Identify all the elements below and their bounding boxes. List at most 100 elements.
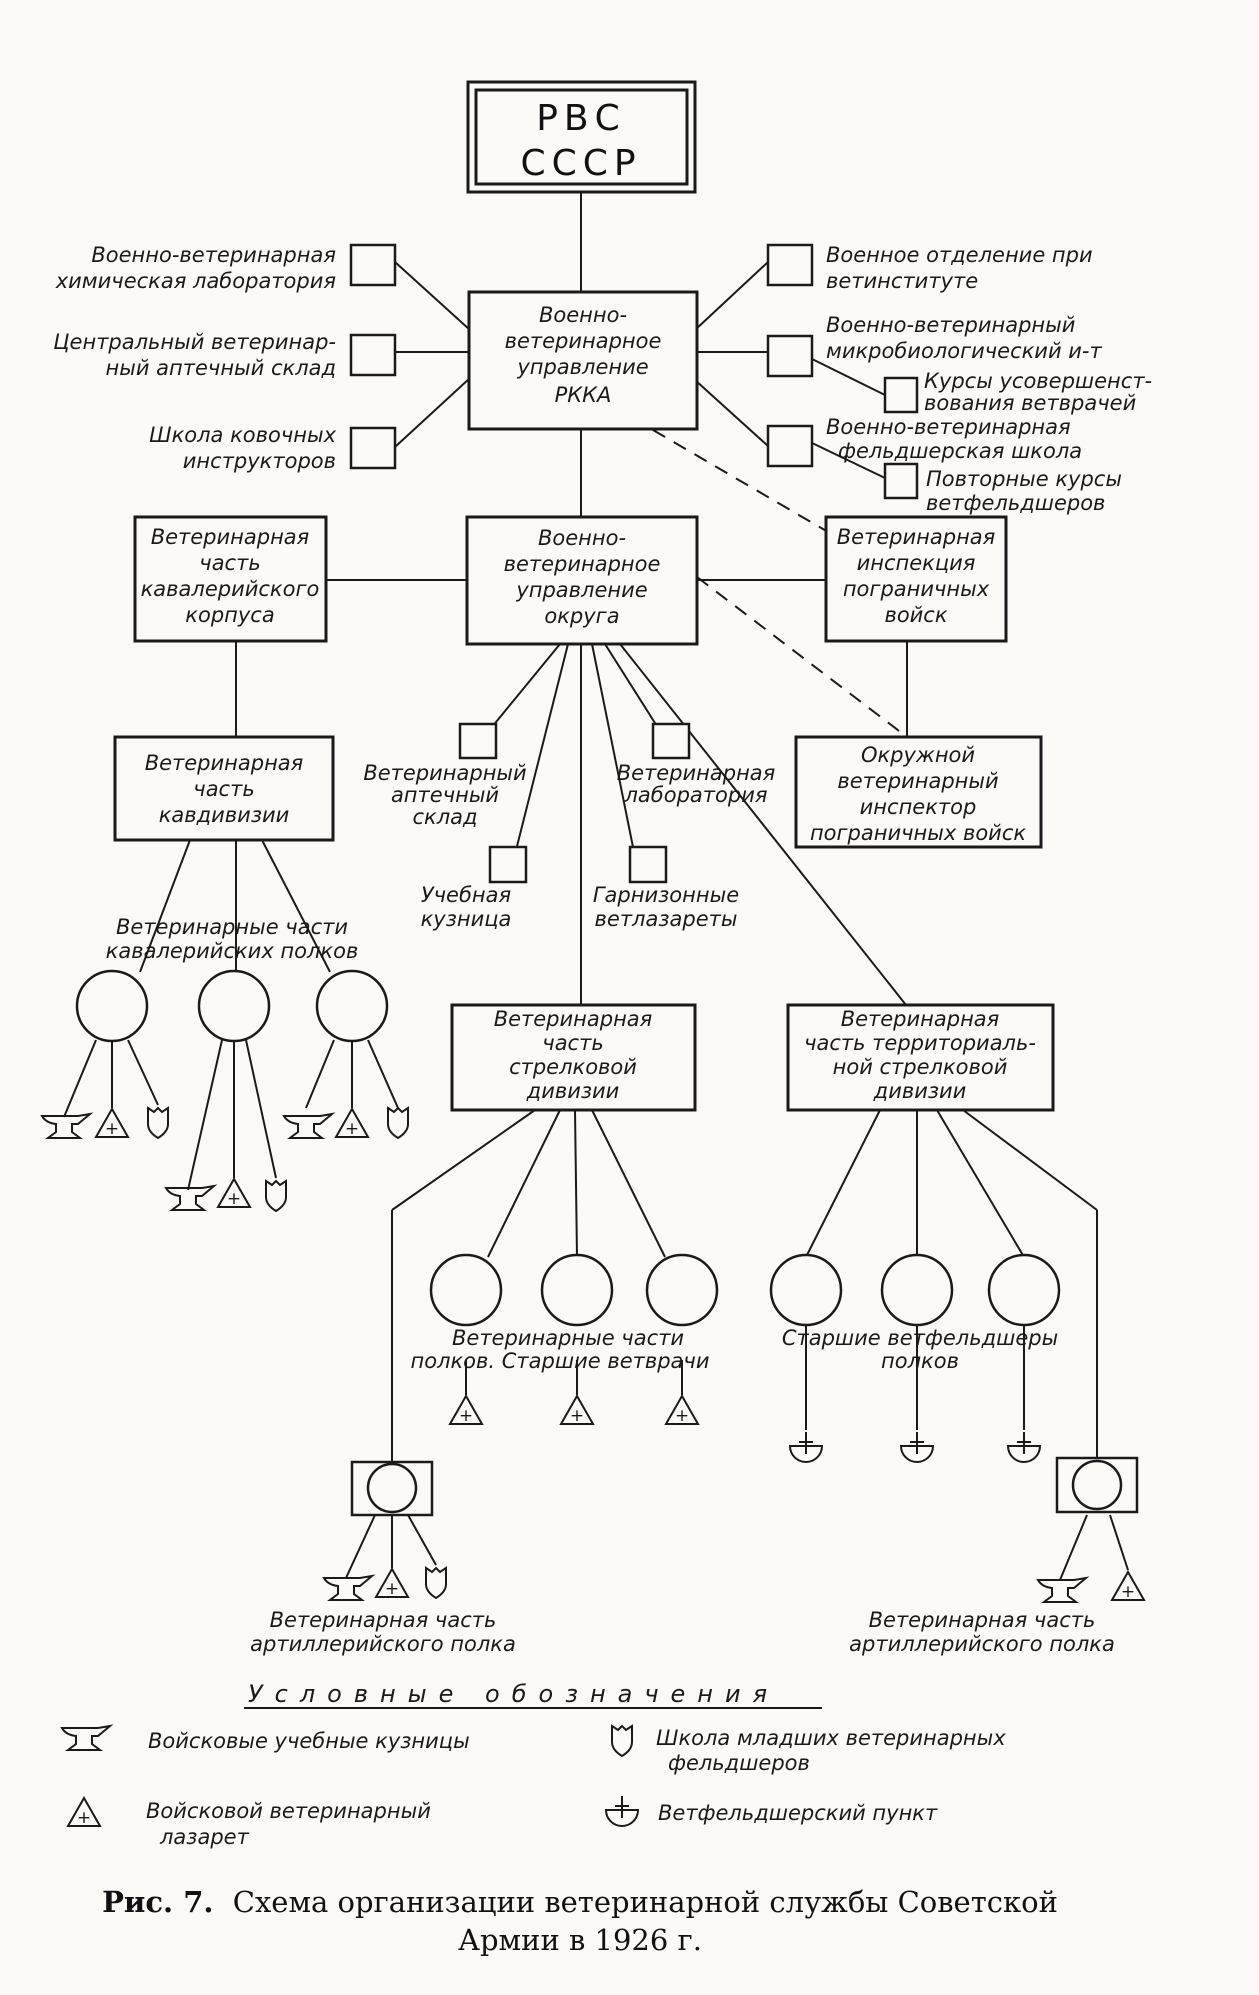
anvil-icon [283, 1113, 333, 1139]
vvu-rkka-line-1: Военно- [539, 303, 627, 327]
legend-title: Условные обозначения [248, 1680, 779, 1708]
node-vet-inspekcia: Ветеринарная инспекция пограничных войск [824, 515, 1008, 643]
regiment-circles [75, 969, 1139, 1517]
inspekcia-line-4: войск [884, 603, 947, 627]
shield-icon [265, 1180, 287, 1212]
legend-kuznicy: Войсковые учебные кузницы [148, 1729, 470, 1753]
mikrobio-line-2: микробиологический и-т [826, 339, 1103, 363]
okr-inspektor-line-4: пограничных войск [810, 821, 1026, 845]
okr-inspektor-line-1: Окружной [861, 743, 975, 767]
feld-shkola-line-2: фельдшерская школа [838, 439, 1082, 463]
artpolk-right-line-1: Ветеринарная часть [869, 1608, 1096, 1632]
punkt-icon [605, 1795, 639, 1827]
shield-icon [387, 1107, 409, 1139]
kav-korpus-line-3: кавалерийского [141, 577, 320, 601]
node-vet-kavdivizii: Ветеринарная часть кавдивизии [113, 735, 335, 842]
mikrobio-line-1: Военно-ветеринарный [826, 313, 1075, 337]
punkt-icon [1007, 1431, 1041, 1463]
caption-line-2: Армии в 1926 г. [458, 1923, 702, 1957]
rvs-line-2: СССР [520, 143, 641, 184]
terr-polk-circle-1 [769, 1253, 843, 1327]
node-rvs-sssr: РВС СССР [466, 80, 697, 194]
anvil-icon [61, 1725, 111, 1751]
shkola-kov-line-2: инструкторов [183, 449, 336, 473]
node-vvu-okruga: Военно- ветеринарное управление округа [465, 515, 699, 646]
kav-polki-line-2: кавалерийских полков [106, 939, 359, 963]
strelk-div-line-4: дивизии [526, 1079, 620, 1103]
kav-korpus-line-1: Ветеринарная [151, 525, 310, 549]
node-okr-inspektor: Окружной ветеринарный инспектор погранич… [794, 735, 1043, 849]
square-mikrobio [766, 334, 814, 378]
himlab-line-1: Военно-ветеринарная [91, 243, 336, 267]
vetlazarety-line-2: ветлазареты [595, 907, 738, 931]
vvu-okruga-line-4: округа [544, 604, 619, 628]
shield-icon [147, 1107, 169, 1139]
terr-div-line-1: Ветеринарная [841, 1007, 1000, 1031]
kav-korpus-line-4: корпуса [185, 603, 274, 627]
kav-polk-circle-1 [75, 969, 149, 1043]
node-vet-terr-div: Ветеринарная часть территориаль- ной стр… [786, 1003, 1055, 1112]
legend-shkola-line-2: фельдшеров [668, 1751, 810, 1775]
legend-shkola-line-1: Школа младших ветеринарных [656, 1726, 1006, 1750]
strelk-div-line-2: часть [542, 1031, 603, 1055]
anvil-icon [41, 1113, 91, 1139]
kursy-line-2: вования ветврачей [924, 391, 1136, 415]
lazaret-icon [449, 1395, 483, 1427]
terr-polk-circle-2 [880, 1253, 954, 1327]
node-vet-kav-korpusa: Ветеринарная часть кавалерийского корпус… [133, 515, 328, 643]
vetfeld-polkov-line-2: полков [881, 1349, 959, 1373]
punkt-icon [789, 1431, 823, 1463]
terr-div-line-2: часть территориаль- [804, 1031, 1036, 1055]
anvil-icon [323, 1575, 373, 1601]
vvu-okruga-line-3: управление [515, 578, 647, 602]
shkola-kov-line-1: Школа ковочных [149, 423, 336, 447]
polki-vetvrachi-line-1: Ветеринарные части [452, 1326, 684, 1350]
connectors [63, 192, 1129, 1581]
kav-polki-line-1: Ветеринарные части [116, 915, 348, 939]
strelk-div-line-1: Ветеринарная [494, 1007, 653, 1031]
vvu-rkka-line-2: ветеринарное [505, 329, 662, 353]
rvs-line-1: РВС [536, 98, 626, 139]
square-shkola-kov [349, 426, 397, 470]
square-kursy [883, 376, 919, 414]
povt-kursy-line-2: ветфельдшеров [926, 491, 1105, 515]
node-vet-strelk-div: Ветеринарная часть стрелковой дивизии [450, 1003, 697, 1112]
vvu-okruga-line-1: Военно- [538, 526, 626, 550]
lazaret-icon [95, 1108, 129, 1140]
vvu-okruga-line-2: ветеринарное [504, 552, 661, 576]
vvu-rkka-line-4: РККА [555, 383, 612, 407]
vetlazarety-line-1: Гарнизонные [593, 883, 739, 907]
square-laboratoria [651, 722, 691, 760]
square-apt-central [349, 333, 397, 377]
terr-polk-circle-3 [987, 1253, 1061, 1327]
caption: Рис. 7. Схема организации ветеринарной с… [102, 1885, 1058, 1957]
art-polk-right [1055, 1456, 1139, 1514]
vetfeld-polkov-line-1: Старшие ветфельдшеры [782, 1326, 1058, 1350]
shield-icon [611, 1725, 633, 1757]
himlab-line-2: химическая лаборатория [55, 269, 336, 293]
anvil-icon [1037, 1577, 1087, 1603]
side-labels: Военно-ветеринарная химическая лаборатор… [53, 243, 1152, 1656]
node-vvu-rkka: Военно- ветеринарное управление РККА [467, 290, 699, 431]
laboratoria-line-1: Ветеринарная [617, 761, 776, 785]
square-apt-sklad [458, 722, 498, 760]
vvu-rkka-line-3: управление [516, 355, 648, 379]
strelk-polk-circle-3 [645, 1253, 719, 1327]
lazaret-icon [560, 1395, 594, 1427]
feld-shkola-line-1: Военно-ветеринарная [826, 415, 1071, 439]
kursy-line-1: Курсы усовершенст- [924, 369, 1152, 393]
artpolk-left-line-2: артиллерийского полка [250, 1632, 516, 1656]
lazaret-icon [335, 1108, 369, 1140]
punkt-icon [900, 1431, 934, 1463]
kav-polk-circle-3 [315, 969, 389, 1043]
otdelenie-line-1: Военное отделение при [826, 243, 1093, 267]
kavdivizii-line-2: часть [193, 777, 254, 801]
anvil-icon [165, 1185, 215, 1211]
lazaret-icon [1111, 1571, 1145, 1603]
lazaret-icon [665, 1395, 699, 1427]
strelk-polk-circle-2 [540, 1253, 614, 1327]
square-vetlazarety [628, 845, 668, 884]
square-otdelenie [766, 243, 814, 287]
shield-icon [425, 1567, 447, 1599]
